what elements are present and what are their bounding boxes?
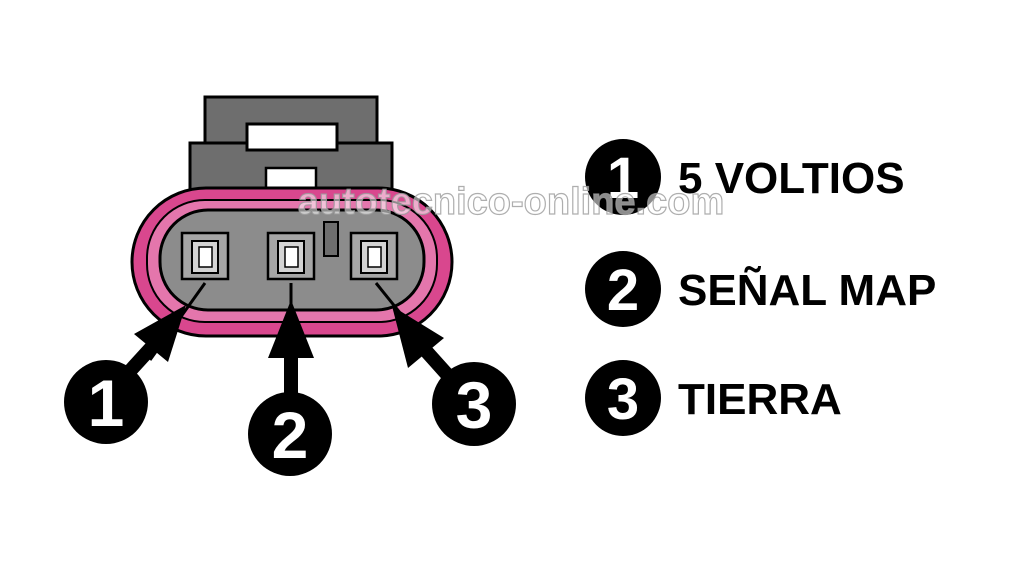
legend: 1 5 VOLTIOS 2 SEÑAL MAP 3 TIERRA	[585, 139, 936, 436]
legend-item-3-number: 3	[607, 367, 639, 432]
terminal-1	[180, 231, 230, 281]
callout-1-number: 1	[88, 366, 125, 440]
legend-item-1: 1 5 VOLTIOS	[585, 139, 905, 215]
callout-3: 3	[432, 362, 516, 446]
callout-2: 2	[248, 392, 332, 476]
terminal-2	[266, 231, 316, 281]
connector	[130, 95, 454, 361]
legend-item-2-label: SEÑAL MAP	[678, 265, 936, 315]
callout-2-number: 2	[272, 398, 309, 472]
legend-item-3: 3 TIERRA	[585, 360, 842, 436]
callout-3-number: 3	[456, 368, 493, 442]
connector-latch-window	[245, 122, 339, 152]
legend-item-3-label: TIERRA	[678, 375, 842, 424]
connector-key	[323, 221, 339, 257]
terminal-3	[349, 231, 399, 281]
legend-item-2-number: 2	[607, 258, 639, 323]
watermark-text: autotecnico-online.com	[298, 181, 724, 223]
legend-item-1-number: 1	[607, 146, 639, 211]
legend-item-2: 2 SEÑAL MAP	[585, 251, 936, 327]
callout-1: 1	[64, 360, 148, 444]
legend-item-1-label: 5 VOLTIOS	[678, 154, 905, 203]
